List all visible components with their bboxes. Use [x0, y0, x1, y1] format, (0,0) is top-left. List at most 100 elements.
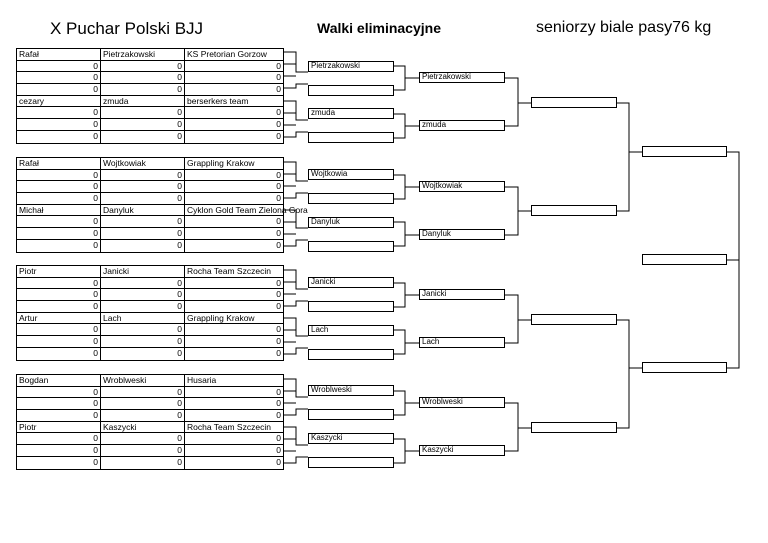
club-cell: Husaria — [187, 375, 217, 385]
bracket-slot-round3 — [531, 422, 617, 433]
score-cell: 0 — [17, 410, 101, 421]
score-cell: 0 — [101, 277, 185, 289]
score-cell: 0 — [17, 72, 101, 84]
score-cell: 0 — [17, 301, 101, 312]
club-cell: berserkers team — [187, 95, 249, 106]
score-cell: 0 — [101, 239, 185, 252]
bracket-slot-round4 — [642, 254, 727, 265]
bracket-slot-round2: Kaszycki — [419, 445, 505, 456]
score-cell: 0 — [101, 216, 185, 228]
bracket-slot-round1 — [308, 349, 394, 360]
bracket-slot-round1 — [308, 409, 394, 420]
bracket-slot-round2: Pietrzakowski — [419, 72, 505, 83]
score-cell: 0 — [101, 386, 185, 398]
score-cell: 0 — [17, 228, 101, 239]
bracket-slot-round2: Wroblweski — [419, 397, 505, 408]
score-cell: 0 — [276, 84, 281, 95]
score-cell: 0 — [276, 324, 281, 335]
score-cell: 0 — [101, 336, 185, 347]
first-name-cell: Artur — [17, 312, 101, 324]
first-name-cell: Rafał — [17, 158, 101, 169]
bracket-slot-round1: zmuda — [308, 108, 394, 119]
bracket-slot-round1 — [308, 85, 394, 96]
score-cell: 0 — [17, 336, 101, 347]
score-cell: 0 — [17, 193, 101, 204]
score-cell: 0 — [17, 445, 101, 456]
bracket-slot-round1 — [308, 193, 394, 204]
score-cell: 0 — [17, 347, 101, 360]
score-cell: 0 — [17, 130, 101, 143]
score-cell: 0 — [17, 386, 101, 398]
score-cell: 0 — [17, 456, 101, 469]
score-cell: 0 — [276, 277, 281, 288]
score-cell: 0 — [17, 277, 101, 289]
bracket-slot-round2: Wojtkowiak — [419, 181, 505, 192]
score-cell: 0 — [276, 239, 281, 250]
bracket-slot-round3 — [531, 205, 617, 216]
score-cell: 0 — [276, 410, 281, 421]
last-name-cell: Wojtkowiak — [101, 158, 185, 169]
score-cell: 0 — [17, 107, 101, 119]
score-cell: 0 — [101, 60, 185, 72]
bracket-slot-round1 — [308, 241, 394, 252]
score-cell: 0 — [17, 239, 101, 252]
score-cell: 0 — [17, 84, 101, 95]
score-cell: 0 — [276, 169, 281, 180]
score-cell: 0 — [17, 60, 101, 72]
bracket-slot-round2: Danyluk — [419, 229, 505, 240]
first-name-cell: Michał — [17, 204, 101, 216]
score-cell: 0 — [276, 386, 281, 397]
score-cell: 0 — [276, 336, 281, 347]
bracket-slot-round2: zmuda — [419, 120, 505, 131]
score-cell: 0 — [101, 169, 185, 181]
score-cell: 0 — [101, 72, 185, 84]
score-cell: 0 — [101, 289, 185, 301]
bracket-stage-title: Walki eliminacyjne — [317, 20, 441, 36]
score-cell: 0 — [17, 181, 101, 193]
score-cell: 0 — [276, 301, 281, 312]
score-cell: 0 — [276, 107, 281, 118]
last-name-cell: Janicki — [101, 266, 185, 277]
score-cell: 0 — [276, 60, 281, 71]
score-cell: 0 — [276, 119, 281, 130]
score-cell: 0 — [101, 301, 185, 312]
score-cell: 0 — [101, 324, 185, 336]
score-cell: 0 — [101, 398, 185, 410]
score-cell: 0 — [276, 130, 281, 141]
bracket-slot-round1 — [308, 457, 394, 468]
bracket-slot-round4 — [642, 362, 727, 373]
score-cell: 0 — [17, 289, 101, 301]
score-cell: 0 — [101, 181, 185, 193]
score-cell: 0 — [101, 433, 185, 445]
score-cell: 0 — [101, 130, 185, 143]
score-cell: 0 — [101, 107, 185, 119]
bracket-slot-round3 — [531, 314, 617, 325]
score-cell: 0 — [276, 193, 281, 204]
first-name-cell: Piotr — [17, 421, 101, 433]
last-name-cell: Lach — [101, 312, 185, 324]
club-cell: Rocha Team Szczecin — [187, 266, 271, 276]
score-cell: 0 — [276, 72, 281, 83]
score-cell: 0 — [17, 398, 101, 410]
last-name-cell: Pietrzakowski — [101, 49, 185, 60]
last-name-cell: Wroblweski — [101, 375, 185, 386]
club-cell: Cyklon Gold Team Zielona Gora — [187, 204, 308, 215]
first-name-cell: cezary — [17, 95, 101, 107]
